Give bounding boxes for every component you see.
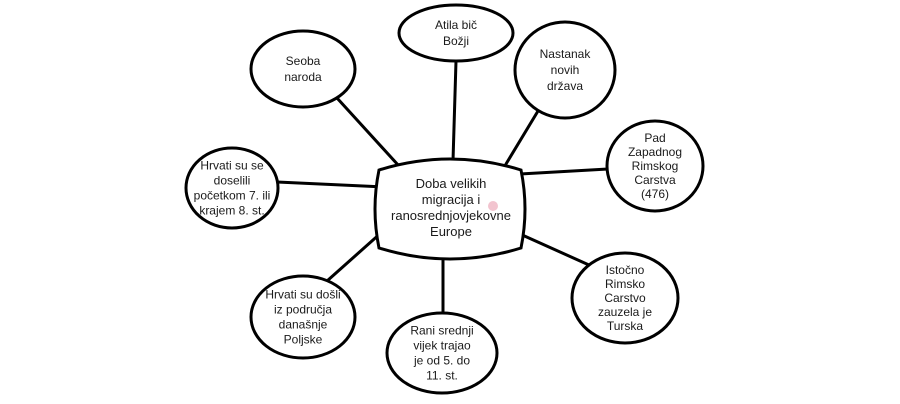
node-label-poljska: Hrvati su došli xyxy=(265,288,340,302)
node-shape-doselili xyxy=(184,146,280,230)
node-shape-poljska xyxy=(249,274,357,360)
node-label-rani: 11. st. xyxy=(426,369,458,383)
marker-dot xyxy=(488,201,498,211)
connector-atila xyxy=(451,59,458,163)
connectors xyxy=(275,59,610,316)
node-label-pad: Rimskog xyxy=(632,159,679,173)
node-label-pad: (476) xyxy=(641,187,669,201)
connector-doselili xyxy=(275,180,386,189)
node-label-doselili: početkom 7. ili xyxy=(194,189,271,203)
node-label-rani: vijek trajao xyxy=(413,339,471,353)
central-node-label: ranosrednjovjekovne xyxy=(391,208,511,223)
node-label-nastanak: novih xyxy=(551,63,580,77)
node-shape-istocno xyxy=(570,251,680,345)
central-node-label: Doba velikih xyxy=(416,176,487,191)
node-shape-nastanak xyxy=(513,20,617,120)
node-label-pad: Zapadnog xyxy=(628,145,682,159)
node-label-pad: Pad xyxy=(644,131,665,145)
connector-seoba xyxy=(335,96,401,168)
node-label-istocno: Turska xyxy=(607,319,644,333)
node-seoba: Seoba naroda xyxy=(249,29,357,109)
node-label-doselili: Hrvati su se xyxy=(200,159,264,173)
central-node-shape xyxy=(373,157,527,261)
node-label-atila: Božji xyxy=(443,34,469,48)
node-label-doselili: doselili xyxy=(214,174,251,188)
node-label-seoba: naroda xyxy=(284,70,322,84)
node-label-seoba: Seoba xyxy=(286,54,321,68)
node-label-pad: Carstva xyxy=(634,173,676,187)
node-nastanak: Nastanak novih država xyxy=(513,20,617,120)
node-shape-atila xyxy=(397,3,515,63)
node-shape-rani xyxy=(385,311,499,395)
node-label-doselili: krajem 8. st. xyxy=(199,204,264,218)
node-shape-seoba xyxy=(249,29,357,109)
node-label-istocno: Istočno xyxy=(606,263,645,277)
node-label-atila: Atila bič xyxy=(435,18,477,32)
node-label-nastanak: država xyxy=(547,79,583,93)
connector-istocno xyxy=(518,232,591,267)
node-label-istocno: Carstvo xyxy=(604,291,646,305)
node-label-poljska: Poljske xyxy=(284,333,323,347)
connector-poljska xyxy=(325,230,384,283)
node-label-rani: Rani srednji xyxy=(410,324,473,338)
node-label-rani: je od 5. do xyxy=(413,354,470,368)
connector-nastanak xyxy=(504,109,540,166)
central-node-label: migracija i xyxy=(422,192,481,207)
node-label-poljska: današnje xyxy=(279,318,328,332)
connector-pad xyxy=(518,167,610,176)
node-label-istocno: zauzela je xyxy=(598,305,652,319)
node-label-poljska: iz područja xyxy=(274,303,332,317)
central-node-label: Europe xyxy=(430,224,472,239)
node-label-istocno: Rimsko xyxy=(605,277,645,291)
node-label-nastanak: Nastanak xyxy=(540,47,592,61)
node-shape-pad xyxy=(605,119,705,213)
